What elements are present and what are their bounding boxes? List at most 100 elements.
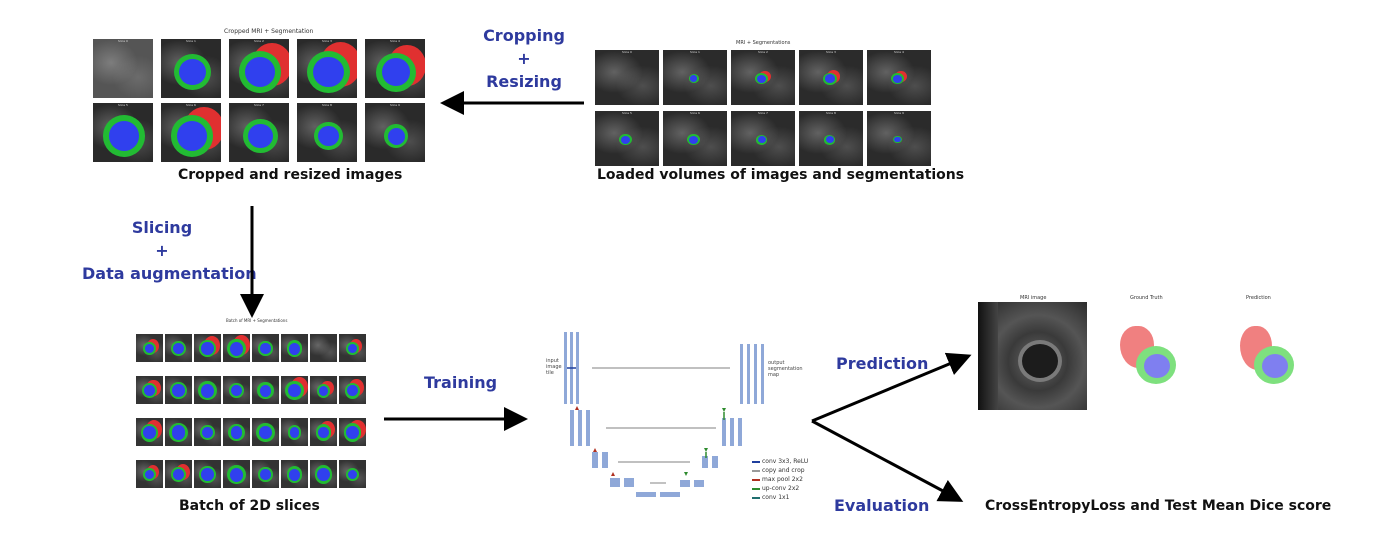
segmentation-lv [381,58,411,87]
unet-output-label: output segmentation map [768,360,803,378]
mri-slice-tile [310,334,337,362]
mri-slice-tile: Slice 9 [365,103,425,162]
mri-slice-tile: Slice 1 [663,50,727,105]
mri-slice-tile: Slice 8 [799,111,863,166]
batch-figure-title: Batch of MRI + Segmentations [226,318,288,323]
segmentation-lv [690,75,698,82]
loaded-figure-title: MRI + Segmentations [736,40,791,46]
mri-slice-tile: Slice 3 [297,39,357,98]
mri-slice-tile: Slice 5 [595,111,659,166]
mri-slice-tile [194,334,221,362]
slice-label: Slice 5 [622,111,632,115]
mri-slice-tile [339,460,366,488]
segmentation-lv [689,135,699,144]
mri-slice-tile [223,334,250,362]
mri-slice-tile: Slice 7 [731,111,795,166]
loaded-volumes-caption: Loaded volumes of images and segmentatio… [597,167,965,183]
legend-label: conv 1x1 [762,494,790,501]
segmentation-lv [247,123,273,149]
mri-slice-tile [252,334,279,362]
step-cropping-resizing: Cropping + Resizing [474,24,574,93]
mri-slice-tile [194,418,221,446]
legend-arrow-icon [752,478,760,481]
segmentation-lv [288,342,301,355]
mri-slice-tile: Slice 0 [93,39,153,98]
ground-truth-mask [1116,324,1186,394]
slice-label: Slice 6 [690,111,700,115]
mri-slice-tile: Slice 3 [799,50,863,105]
slice-label: Slice 1 [690,50,700,54]
segmentation-lv [621,135,631,144]
segmentation-lv [288,468,301,481]
segmentation-lv [260,343,271,354]
mri-slice-tile [252,376,279,404]
cropped-figure-title: Cropped MRI + Segmentation [224,28,314,35]
segmentation-lv [258,425,273,440]
unet-legend-item: copy and crop [752,467,805,474]
segmentation-lv [143,426,156,439]
slice-label: Slice 3 [322,39,332,43]
mri-slice-tile [281,376,308,404]
mri-slice-tile: Slice 0 [595,50,659,105]
mri-slice-tile [136,418,163,446]
segmentation-lv [260,469,271,480]
mri-slice-tile: Slice 1 [161,39,221,98]
slice-label: Slice 7 [758,111,768,115]
legend-arrow-icon [752,487,760,490]
prediction-mask [1236,324,1306,394]
mri-slice-tile [194,460,221,488]
mri-slice-tile [223,376,250,404]
slice-label: Slice 1 [186,39,196,43]
segmentation-lv [318,385,329,396]
mri-slice-tile: Slice 6 [161,103,221,162]
slice-label: Slice 5 [118,103,128,107]
legend-label: max pool 2x2 [762,476,803,483]
legend-arrow-icon [752,469,760,472]
slice-label: Slice 6 [186,103,196,107]
segmentation-lv [201,342,214,355]
mri-slice-tile: Slice 2 [229,39,289,98]
segmentation-lv [287,383,301,398]
slice-label: Slice 9 [390,103,400,107]
segmentation-lv [177,121,208,151]
mri-slice-tile [165,460,192,488]
segmentation-lv [824,74,835,83]
slice-label: Slice 0 [622,50,632,54]
step-cropping-label: Cropping [483,26,565,45]
unet-legend-item: conv 3x3, ReLU [752,458,808,465]
evaluation-result: CrossEntropyLoss and Test Mean Dice scor… [985,498,1332,514]
unet-diagram: input image tile output segmentation map… [540,328,810,508]
mri-slice-tile: Slice 9 [867,111,931,166]
segmentation-lv [312,56,344,88]
mri-slice-tile [310,376,337,404]
mri-slice-tile: Slice 5 [93,103,153,162]
slice-label: Slice 8 [322,103,332,107]
segmentation-lv [317,467,330,482]
mri-slice-tile [136,376,163,404]
mri-slice-tile [252,460,279,488]
segmentation-lv [178,58,206,86]
step-prediction-label: Prediction [836,354,929,373]
mri-slice-tile [165,418,192,446]
segmentation-lv [230,426,243,439]
arrow-unet-to-evaluation [811,419,964,502]
step-augmentation-label: Data augmentation [82,264,257,283]
segmentation-lv [347,343,358,354]
segmentation-lv [172,384,185,397]
segmentation-lv [289,427,300,438]
segmentation-lv [893,74,903,83]
segmentation-lv [825,136,834,144]
segmentation-lv [894,136,901,143]
segmentation-lv [173,343,184,355]
mri-slice-tile [194,376,221,404]
cropped-images-caption: Cropped and resized images [178,167,403,183]
slice-label: Slice 7 [254,103,264,107]
segmentation-lv [317,426,330,439]
mri-slice-tile [223,418,250,446]
segmentation-lv [259,384,272,397]
mri-slice-tile: Slice 4 [867,50,931,105]
unet-input-label: input image tile [546,358,562,376]
